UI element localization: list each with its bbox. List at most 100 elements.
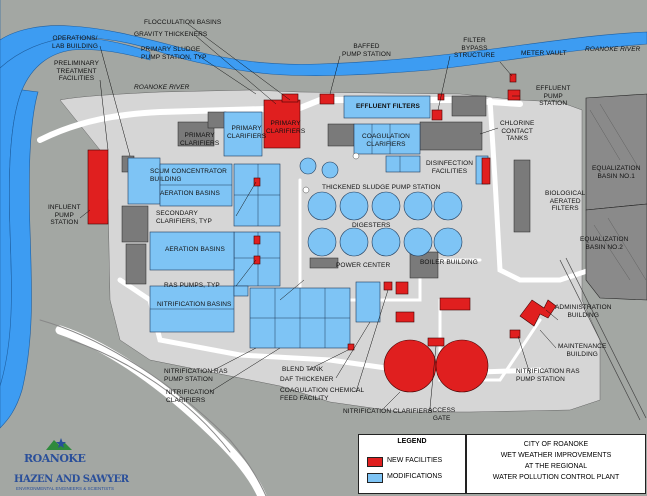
boiler-new-1 — [395, 281, 409, 295]
power-center — [309, 257, 339, 269]
label-disinfection: DISINFECTION FACILITIES — [426, 160, 474, 175]
roanoke-logo: ROANOKE — [24, 452, 86, 465]
administration-building-new — [519, 299, 557, 327]
leader — [539, 329, 557, 349]
blend-tank-new — [347, 343, 355, 351]
leader — [209, 347, 257, 373]
hatch — [589, 109, 621, 161]
baffled-pump-station-new — [319, 93, 335, 105]
digester — [433, 191, 463, 221]
effluent-filters — [343, 95, 431, 119]
hazen-sawyer-logo: HAZEN AND SAWYER — [14, 474, 129, 485]
scum-concentrator — [127, 157, 161, 205]
leader — [499, 61, 513, 77]
label-equalization-2: EQUALIZATION BASIN NO.2 — [580, 236, 629, 251]
hatch — [593, 224, 631, 281]
equalization-basin-1 — [585, 93, 647, 211]
gravity-thickener-2 — [321, 161, 339, 179]
thickener-markers — [302, 152, 360, 194]
title-line-3: AT THE REGIONAL — [524, 463, 588, 470]
label-bio-filters: BIOLOGICAL AERATED FILTERS — [545, 190, 586, 212]
leader — [355, 289, 389, 393]
leader — [195, 53, 257, 95]
leader — [235, 259, 257, 287]
label-primary-clarifiers-a: PRIMARY CLARIFIERS — [180, 132, 220, 147]
leader — [517, 335, 531, 375]
coag-flocs — [385, 155, 421, 173]
title-line-1: CITY OF ROANOKE — [523, 441, 589, 448]
river-channel-2 — [0, 89, 39, 429]
leader — [329, 55, 341, 95]
leader — [545, 309, 559, 321]
marker — [302, 186, 310, 194]
label-access-gate: ACCESS GATE — [428, 407, 456, 422]
primary-clarifier-grey-2 — [207, 111, 227, 129]
label-nitrif-clarifiers-left: NITRIFICATION CLARIFIERS — [166, 389, 215, 404]
coagulation-clarifiers — [353, 123, 421, 155]
filter-bypass-new — [431, 109, 443, 121]
rail-track-2 — [565, 257, 647, 419]
coag-building — [327, 123, 355, 147]
road-diagonal-edge — [39, 319, 267, 496]
digesters — [307, 191, 463, 257]
label-chlorine-contact: CHLORINE CONTACT TANKS — [500, 120, 535, 142]
nitrif-ras-new — [509, 329, 521, 339]
legend-swatch-modifications — [367, 473, 383, 483]
label-daf-thickener: DAF THICKENER — [280, 376, 334, 383]
road-diagonal-edge-2 — [69, 339, 231, 453]
leader — [99, 45, 131, 157]
label-flocculation-basins: FLOCCULATION BASINS — [144, 19, 222, 26]
effluent-ps-building — [451, 95, 487, 117]
leader — [383, 391, 401, 409]
new-facilities — [87, 73, 557, 393]
road-internal-1 — [298, 178, 482, 302]
meter-vault-new — [509, 73, 517, 83]
basin-hatching — [589, 103, 647, 281]
leader — [195, 35, 277, 105]
leader — [279, 279, 305, 301]
ras-pump-station-left — [233, 285, 249, 297]
basin-dividers — [150, 124, 401, 348]
label-influent-ps: INFLUENT PUMP STATION — [48, 204, 81, 226]
label-operations-lab: OPERATIONS/ LAB BUILDING — [52, 35, 98, 50]
label-meter-vault: METER VAULT — [521, 50, 567, 57]
daf-thickener — [355, 281, 381, 323]
primary-clarifiers-2 — [223, 111, 263, 157]
label-equalization-1: EQUALIZATION BASIN NO.1 — [592, 165, 641, 180]
hatch — [599, 103, 641, 171]
leader — [187, 23, 291, 101]
legend-title: LEGEND — [397, 438, 427, 445]
digester — [339, 191, 369, 221]
digester — [339, 227, 369, 257]
label-scum-concentrator: SCUM CONCENTRATOR BUILDING — [150, 168, 227, 183]
rail-track — [559, 259, 641, 421]
disinfection-new — [481, 157, 491, 185]
digester — [433, 227, 463, 257]
legend-swatch-new — [367, 457, 383, 467]
access-new — [427, 337, 445, 347]
label-nitrif-clarifiers-bottom: NITRIFICATION CLARIFIERS — [343, 408, 433, 415]
digester — [403, 191, 433, 221]
boiler-new-3 — [439, 297, 471, 311]
effluent-ps-new — [507, 89, 521, 101]
label-gravity-thickeners: GRAVITY THICKENERS — [134, 31, 208, 38]
label-blend-tank: BLEND TANK — [282, 366, 324, 373]
label-filter-bypass: FILTER BYPASS STRUCTURE — [454, 37, 495, 59]
river-label-mid: ROANOKE RIVER — [134, 84, 190, 91]
label-digesters: DIGESTERS — [352, 222, 391, 229]
leader — [307, 349, 349, 371]
label-primary-clarifiers-b: PRIMARY CLARIFIERS — [227, 125, 267, 140]
bio-filter-1 — [513, 159, 531, 233]
digester — [403, 227, 433, 257]
label-administration: ADMINISTRATION BUILDING — [555, 304, 612, 319]
label-effluent-filters: EFFLUENT FILTERS — [356, 103, 420, 110]
rail-line — [559, 257, 647, 421]
marker — [352, 152, 360, 160]
title-line-4: WATER POLLUTION CONTROL PLANT — [492, 474, 620, 481]
leader — [209, 347, 281, 393]
legend-label-modifications: MODIFICATIONS — [387, 473, 443, 480]
leader — [99, 79, 109, 151]
legend-label-new: NEW FACILITIES — [387, 457, 443, 464]
leader — [479, 127, 499, 135]
